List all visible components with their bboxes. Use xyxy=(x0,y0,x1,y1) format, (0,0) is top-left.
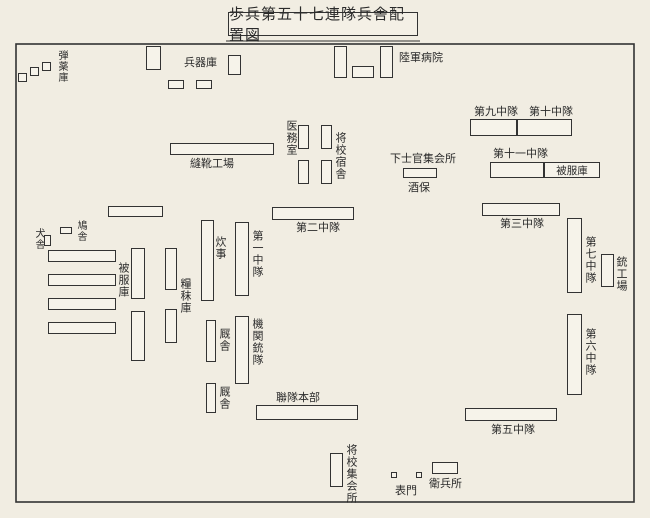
ammo-depot-small-3 xyxy=(42,62,51,71)
gate-post-right xyxy=(416,472,422,478)
building-left-stack-1 xyxy=(48,250,116,262)
building-officer-quarters-1 xyxy=(298,160,309,184)
company-6-label: 第六中隊 xyxy=(584,328,597,376)
weapons-depot-label: 兵器庫 xyxy=(184,56,217,69)
building-gun-factory xyxy=(601,254,614,287)
building-pigeon-loft xyxy=(60,227,72,234)
machine-gun-unit-label: 機関銃隊 xyxy=(251,318,264,366)
building-officer-quarters-2 xyxy=(321,160,332,184)
gun-factory-label: 銃工場 xyxy=(615,256,628,292)
canteen-label: 酒保 xyxy=(408,181,430,194)
building-hospital-2 xyxy=(352,66,374,78)
building-shoe-factory xyxy=(170,143,274,155)
compound-boundary xyxy=(15,43,635,503)
stable-1-label: 厩舎 xyxy=(218,328,231,352)
building-company-7 xyxy=(567,218,582,293)
company-7-label: 第七中隊 xyxy=(584,236,597,284)
building-regiment-hq xyxy=(256,405,358,420)
kitchen-label: 炊事 xyxy=(214,236,227,260)
building-left-stack-3 xyxy=(48,298,116,310)
company-11-label: 第十一中隊 xyxy=(493,147,548,160)
officer-quarters-label: 将校宿舎 xyxy=(334,132,347,180)
hospital-label: 陸軍病院 xyxy=(399,51,443,64)
building-provisions-2 xyxy=(165,309,177,343)
diagram-title: 歩兵第五十七連隊兵舎配置図 xyxy=(228,5,418,44)
building-weapons-4 xyxy=(196,80,212,89)
company-9-label: 第九中隊 xyxy=(474,105,518,118)
building-clothing-depot-left-1 xyxy=(131,248,145,299)
building-company-6 xyxy=(567,314,582,395)
building-stable-2 xyxy=(206,383,216,413)
building-hospital-3 xyxy=(380,46,393,78)
building-clothing-depot-left-2 xyxy=(131,311,145,361)
building-medical-2 xyxy=(321,125,332,149)
building-company-5 xyxy=(465,408,557,421)
building-officers-club xyxy=(330,453,343,487)
building-medical-1 xyxy=(298,125,309,149)
building-company-3 xyxy=(482,203,560,216)
building-weapons-2 xyxy=(228,55,241,75)
building-kennel xyxy=(44,235,51,246)
building-company-1 xyxy=(235,222,249,296)
building-provisions-1 xyxy=(165,248,177,290)
ammo-depot-label: 弾薬庫 xyxy=(56,50,67,83)
main-gate-label: 表門 xyxy=(395,484,417,497)
building-company-11 xyxy=(490,162,544,178)
stable-2-label: 厩舎 xyxy=(218,386,231,410)
nco-club-label: 下士官集会所 xyxy=(390,152,456,165)
building-company-9 xyxy=(470,119,517,136)
building-guard-house xyxy=(432,462,458,474)
clothing-depot-left-label: 被服庫 xyxy=(117,262,130,298)
building-weapons-1 xyxy=(146,46,161,70)
company-10-label: 第十中隊 xyxy=(529,105,573,118)
regiment-hq-label: 聯隊本部 xyxy=(276,391,320,404)
building-stable-1 xyxy=(206,320,216,362)
ammo-depot-small-2 xyxy=(30,67,39,76)
building-company-2 xyxy=(272,207,354,220)
company-5-label: 第五中隊 xyxy=(491,423,535,436)
guard-house-label: 衛兵所 xyxy=(429,477,462,490)
pigeon-loft-label: 鳩舎 xyxy=(75,220,86,242)
gate-post-left xyxy=(391,472,397,478)
building-kitchen xyxy=(201,220,214,301)
company-3-label: 第三中隊 xyxy=(500,217,544,230)
building-hospital-1 xyxy=(334,46,347,78)
officers-club-label: 将校集会所 xyxy=(345,444,358,504)
building-clothing-depot-right: 被服庫 xyxy=(544,162,600,178)
shoe-factory-label: 縫靴工場 xyxy=(190,157,234,170)
building-left-stack-2 xyxy=(48,274,116,286)
building-left-bar xyxy=(108,206,163,217)
ammo-depot-small-1 xyxy=(18,73,27,82)
kennel-label: 犬舎 xyxy=(33,228,44,250)
building-weapons-3 xyxy=(168,80,184,89)
building-left-stack-4 xyxy=(48,322,116,334)
medical-room-label: 医務室 xyxy=(285,120,298,156)
provisions-depot-label: 糧秣庫 xyxy=(179,278,192,314)
building-canteen xyxy=(403,168,437,178)
building-machine-gun-unit xyxy=(235,316,249,384)
company-2-label: 第二中隊 xyxy=(296,221,340,234)
clothing-depot-right-label: 被服庫 xyxy=(556,164,588,177)
building-company-10 xyxy=(517,119,572,136)
company-1-label: 第一中隊 xyxy=(251,230,264,278)
